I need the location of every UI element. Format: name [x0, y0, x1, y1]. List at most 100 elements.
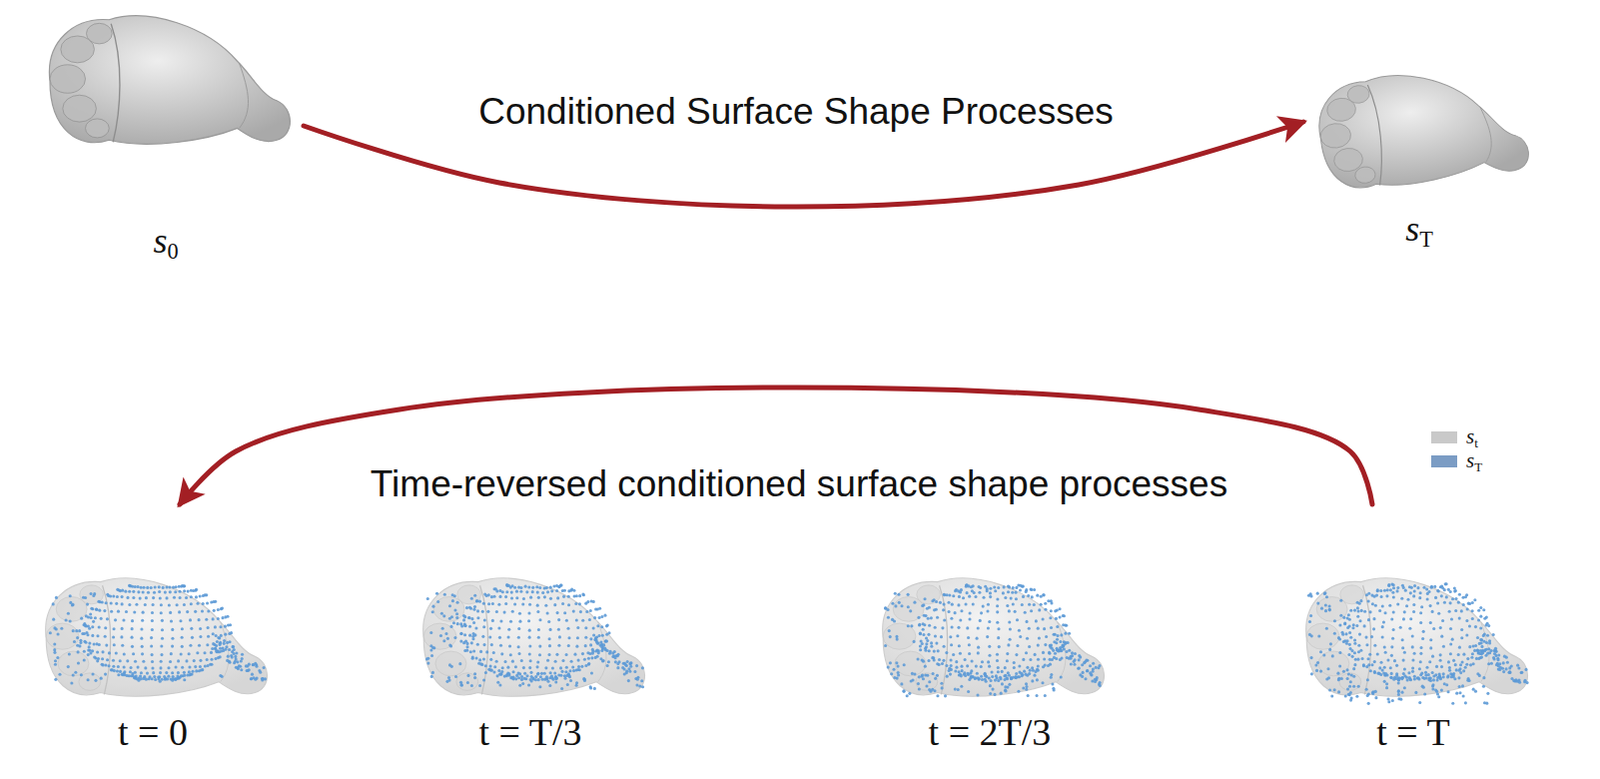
surface-point — [52, 651, 56, 655]
surface-point — [1437, 590, 1441, 594]
surface-point — [127, 603, 131, 607]
surface-point — [486, 610, 490, 614]
surface-point — [467, 616, 471, 620]
surface-point — [567, 636, 571, 640]
surface-point — [1458, 593, 1462, 597]
surface-point — [1505, 667, 1509, 671]
surface-point — [1021, 584, 1025, 588]
surface-point — [189, 627, 193, 631]
surface-point — [1090, 670, 1094, 674]
surface-point — [578, 602, 582, 606]
surface-point — [1455, 668, 1459, 672]
surface-point — [466, 645, 470, 649]
surface-point — [448, 663, 452, 667]
surface-point — [1460, 636, 1464, 640]
surface-point — [512, 676, 516, 680]
surface-point — [524, 585, 528, 589]
surface-point — [1015, 644, 1019, 648]
surface-point — [1350, 649, 1354, 653]
surface-point — [581, 652, 585, 656]
surface-point — [205, 643, 209, 647]
surface-point — [563, 589, 567, 593]
surface-point — [511, 660, 515, 664]
surface-point — [1343, 622, 1347, 626]
surface-point — [133, 585, 137, 589]
surface-point — [902, 690, 906, 694]
surface-point — [487, 602, 491, 606]
surface-point — [552, 584, 556, 588]
brain-outline — [423, 578, 646, 697]
surface-point — [1016, 690, 1020, 694]
surface-point — [1049, 676, 1053, 680]
surface-point — [998, 676, 1002, 680]
surface-point — [1400, 597, 1404, 601]
surface-point — [263, 677, 267, 681]
surface-point — [149, 645, 153, 649]
surface-point — [149, 636, 153, 640]
surface-point — [102, 609, 106, 613]
surface-point — [1420, 646, 1424, 650]
surface-point — [146, 591, 150, 595]
surface-point — [929, 645, 933, 649]
surface-point — [1462, 653, 1466, 657]
surface-point — [1021, 595, 1025, 599]
surface-point — [1085, 659, 1089, 663]
surface-point — [1471, 609, 1475, 613]
surface-point — [1460, 628, 1464, 632]
surface-point — [550, 589, 554, 593]
surface-point — [218, 625, 222, 629]
surface-point — [1353, 609, 1357, 613]
brain-outline — [1314, 61, 1531, 193]
surface-point — [541, 591, 545, 595]
surface-point — [1497, 653, 1501, 657]
surface-point — [929, 616, 933, 620]
surface-point — [946, 601, 950, 605]
surface-point — [540, 672, 544, 676]
surface-point — [567, 595, 571, 599]
surface-point — [128, 584, 132, 588]
surface-point — [1355, 624, 1359, 628]
surface-point — [464, 640, 468, 644]
surface-point — [956, 626, 960, 630]
surface-point — [1412, 603, 1416, 607]
surface-point — [1357, 610, 1361, 614]
surface-point — [198, 635, 202, 639]
surface-point — [1434, 673, 1438, 677]
cerebellum-fold — [49, 64, 86, 93]
surface-point — [171, 675, 175, 679]
surface-point — [949, 664, 953, 668]
surface-point — [912, 601, 916, 605]
surface-point — [1024, 651, 1028, 655]
surface-point — [459, 632, 463, 636]
surface-point — [1431, 671, 1435, 675]
surface-point — [459, 632, 463, 636]
surface-point — [921, 603, 925, 607]
surface-point — [589, 686, 593, 690]
surface-point — [1095, 676, 1099, 680]
surface-point — [120, 602, 124, 606]
surface-point — [999, 692, 1003, 696]
surface-point — [471, 655, 475, 659]
surface-point — [198, 627, 202, 631]
surface-point — [1480, 656, 1484, 660]
surface-point — [515, 590, 519, 594]
surface-point — [967, 678, 971, 682]
symbol-letter: s — [152, 220, 167, 261]
surface-point — [602, 659, 606, 663]
surface-point — [1402, 586, 1406, 590]
surface-point — [596, 648, 600, 652]
surface-point — [1495, 650, 1499, 654]
surface-point — [518, 684, 522, 688]
surface-point — [1392, 628, 1396, 632]
surface-point — [506, 666, 510, 670]
surface-point — [1089, 673, 1093, 677]
surface-point — [1407, 671, 1411, 675]
surface-point — [578, 668, 582, 672]
surface-point — [1419, 621, 1423, 625]
surface-point — [959, 685, 963, 689]
surface-point — [94, 608, 98, 612]
surface-point — [886, 666, 890, 670]
surface-point — [141, 660, 145, 664]
surface-point — [932, 650, 936, 654]
surface-point — [254, 663, 258, 667]
